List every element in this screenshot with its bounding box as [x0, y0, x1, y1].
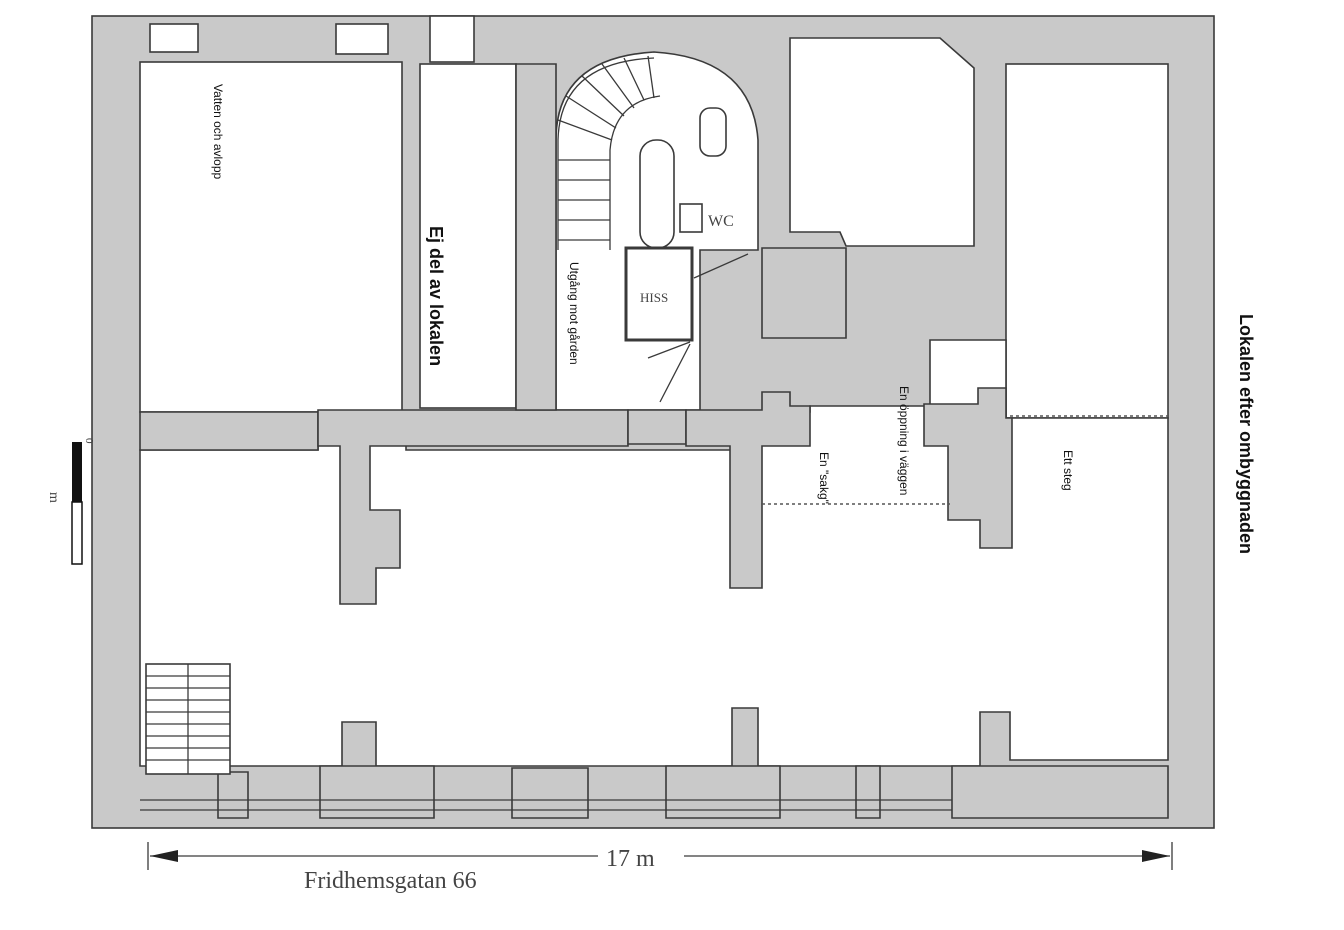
label-lokalen-efter: Lokalen efter ombyggnaden — [1236, 314, 1256, 554]
pier-1 — [217, 771, 249, 819]
door-swing-3 — [659, 343, 691, 403]
label-utgang: Utgång mot gården — [567, 262, 581, 365]
top-window-3 — [429, 15, 475, 63]
label-ej-del: Ej del av lokalen — [426, 226, 446, 366]
dimension-width — [147, 842, 1173, 870]
room-right-upper — [789, 37, 975, 247]
label-ett-steg: Ett steg — [1061, 450, 1075, 491]
top-window-1 — [149, 23, 199, 53]
wall-cross-door — [627, 409, 687, 445]
room-right-tall — [1005, 63, 1169, 419]
label-vatten: Vatten och avlopp — [211, 84, 225, 180]
elevator-shaft — [624, 246, 694, 342]
wall-ej-block — [515, 63, 557, 411]
pier-3 — [511, 767, 589, 819]
spiral-stair — [557, 55, 727, 250]
wall-cross-left — [139, 411, 319, 451]
label-hiss: HISS — [640, 290, 668, 305]
label-sakg: En "sakg" — [817, 452, 831, 504]
pier-4 — [665, 765, 781, 819]
wall-pier-right — [923, 387, 1013, 549]
door-swing-2 — [647, 341, 691, 359]
room-left-top — [139, 61, 403, 413]
label-width: 17 m — [606, 846, 655, 872]
pier-5 — [855, 765, 881, 819]
scale-bar — [71, 442, 83, 565]
label-wc: WC — [708, 213, 734, 230]
label-street: Fridhemsgatan 66 — [304, 868, 477, 894]
wall-pier-upper-right — [761, 247, 847, 339]
door-swing-1 — [693, 253, 749, 279]
room-corridor — [419, 63, 517, 409]
pier-6 — [951, 765, 1169, 819]
scale-unit: m — [46, 492, 61, 503]
stair-front-left — [145, 663, 231, 775]
label-oppning: En öppning i väggen — [897, 386, 911, 495]
pier-2 — [319, 765, 435, 819]
wall-cross-right — [685, 391, 811, 589]
wall-cross-mid — [317, 409, 629, 605]
top-window-2 — [335, 23, 389, 55]
scale-zero: 0 — [83, 438, 95, 444]
